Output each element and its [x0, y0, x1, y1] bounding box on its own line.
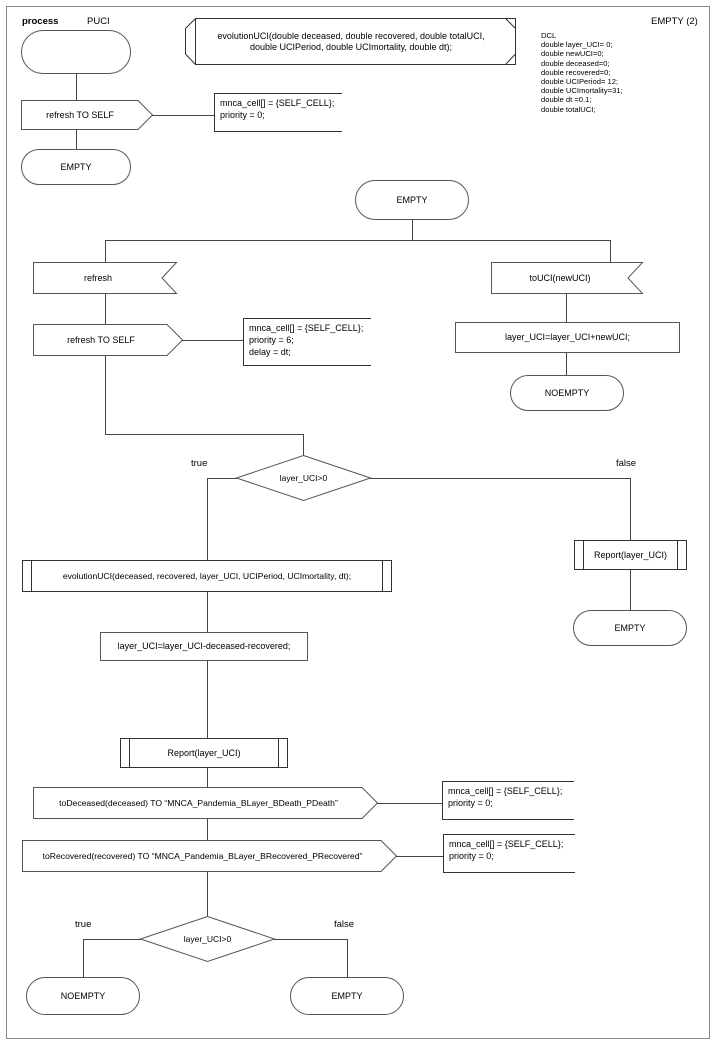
procedure-signature: evolutionUCI(double deceased, double rec… [190, 18, 512, 65]
connector-bottom-false-out [274, 939, 348, 940]
task-layer-subtract[interactable]: layer_UCI=layer_UCI-deceased-recovered; [100, 632, 308, 661]
connector-bottom-true-down [83, 939, 84, 977]
input-refresh[interactable]: refresh [33, 262, 163, 294]
comment-refresh-self-1-text: mnca_cell[] = {SELF_CELL}; priority = 0; [220, 98, 335, 120]
decision-top-label: layer_UCI>0 [279, 472, 328, 483]
decision-bottom-false-label: false [334, 919, 355, 930]
decision-bottom[interactable]: layer_UCI>0 [140, 916, 275, 962]
procedure-report-false[interactable]: Report(layer_UCI) [574, 540, 687, 570]
comment-deceased: mnca_cell[] = {SELF_CELL}; priority = 0; [442, 781, 574, 820]
input-refresh-label: refresh [83, 272, 112, 283]
procedure-report-false-label: Report(layer_UCI) [593, 549, 668, 560]
connector-output-to-comment-1 [152, 115, 214, 116]
task-layer-add[interactable]: layer_UCI=layer_UCI+newUCI; [455, 322, 680, 353]
process-keyword-label: process [22, 16, 59, 27]
task-layer-subtract-label: layer_UCI=layer_UCI-deceased-recovered; [117, 641, 291, 651]
comment-recovered: mnca_cell[] = {SELF_CELL}; priority = 0; [443, 834, 575, 873]
comment-refresh-self-2: mnca_cell[] = {SELF_CELL}; priority = 6;… [243, 318, 371, 366]
connector-main-state-stem [412, 220, 413, 240]
decision-top-shape[interactable] [234, 454, 373, 502]
connector-split-bar [105, 240, 611, 241]
state-noempty-right[interactable]: NOEMPTY [510, 375, 624, 411]
state-empty-false-label: EMPTY [614, 622, 646, 633]
procedure-signature-text: evolutionUCI(double deceased, double rec… [217, 30, 485, 52]
connector-bottom-false-down [347, 939, 348, 977]
output-todeceased[interactable]: toDeceased(deceased) TO “MNCA_Pandemia_B… [33, 787, 364, 819]
output-refresh-to-self-2-shape[interactable] [33, 324, 184, 356]
comment-refresh-self-2-text: mnca_cell[] = {SELF_CELL}; priority = 6;… [249, 323, 364, 357]
output-refresh-to-self[interactable]: refresh TO SELF [21, 100, 139, 130]
state-empty-1[interactable]: EMPTY [21, 149, 131, 185]
connector-touci-to-task [566, 294, 567, 322]
comment-recovered-text: mnca_cell[] = {SELF_CELL}; priority = 0; [449, 839, 564, 861]
comment-deceased-text: mnca_cell[] = {SELF_CELL}; priority = 0; [448, 786, 563, 808]
connector-into-decision-top [303, 434, 304, 455]
procedure-signature-shape [185, 18, 516, 65]
page-label: EMPTY (2) [651, 16, 698, 27]
output-torecovered-shape[interactable] [22, 840, 398, 872]
decision-top-false-label: false [616, 458, 637, 469]
input-touci[interactable]: toUCI(newUCI) [491, 262, 629, 294]
start-state-node[interactable] [21, 30, 131, 74]
decision-bottom-label: layer_UCI>0 [183, 933, 232, 944]
connector-refresh-to-output [105, 294, 106, 324]
connector-decision-false-down [630, 478, 631, 540]
decision-bottom-shape[interactable] [138, 915, 277, 963]
connector-task-to-noempty [566, 353, 567, 375]
state-empty-false[interactable]: EMPTY [573, 610, 687, 646]
connector-left-branch-down [105, 356, 106, 434]
connector-decision-true-out [207, 478, 237, 479]
connector-start-to-output [76, 74, 77, 100]
procedure-report-true-label: Report(layer_UCI) [167, 747, 241, 758]
connector-output-to-empty-1 [76, 130, 77, 149]
procedure-call-evolutionuci-label: evolutionUCI(deceased, recovered, layer_… [62, 570, 352, 581]
declaration-note: DCL double layer_UCI= 0; double newUCI=0… [536, 29, 681, 123]
input-refresh-shape[interactable] [33, 262, 178, 294]
connector-output-to-comment-2 [182, 340, 243, 341]
state-empty-bottom-label: EMPTY [331, 990, 363, 1001]
connector-split-right-drop [610, 240, 611, 262]
output-refresh-to-self-2-label: refresh TO SELF [67, 334, 135, 345]
output-refresh-to-self-2[interactable]: refresh TO SELF [33, 324, 169, 356]
connector-deceased-to-comment [377, 803, 442, 804]
procedure-call-evolutionuci[interactable]: evolutionUCI(deceased, recovered, layer_… [22, 560, 392, 592]
output-refresh-to-self-label: refresh TO SELF [46, 109, 114, 120]
input-touci-label: toUCI(newUCI) [529, 272, 591, 283]
start-state-label [22, 31, 130, 73]
connector-left-branch-right [105, 434, 304, 435]
task-layer-add-label: layer_UCI=layer_UCI+newUCI; [504, 332, 631, 342]
connector-report-false-to-empty [630, 570, 631, 610]
connector-decision-true-down [207, 478, 208, 560]
connector-recovered-to-decision [207, 872, 208, 916]
decision-top-true-label: true [191, 458, 208, 469]
output-todeceased-label: toDeceased(deceased) TO “MNCA_Pandemia_B… [59, 797, 338, 808]
connector-report-to-deceased [207, 768, 208, 787]
comment-refresh-self-1: mnca_cell[] = {SELF_CELL}; priority = 0; [214, 93, 342, 132]
main-state-empty[interactable]: EMPTY [355, 180, 469, 220]
input-touci-shape[interactable] [491, 262, 644, 294]
state-noempty-right-label: NOEMPTY [544, 387, 590, 398]
connector-recovered-to-comment [396, 856, 443, 857]
decision-top[interactable]: layer_UCI>0 [236, 455, 371, 501]
state-noempty-bottom[interactable]: NOEMPTY [26, 977, 140, 1015]
connector-proc-to-task-sub [207, 592, 208, 632]
connector-deceased-to-recovered [207, 819, 208, 840]
output-torecovered[interactable]: toRecovered(recovered) TO “MNCA_Pandemia… [22, 840, 383, 872]
output-refresh-to-self-shape[interactable] [21, 100, 154, 130]
connector-split-left-drop [105, 240, 106, 262]
connector-decision-false-out [370, 478, 631, 479]
state-empty-1-label: EMPTY [60, 161, 92, 172]
state-noempty-bottom-label: NOEMPTY [60, 990, 106, 1001]
declaration-note-text: DCL double layer_UCI= 0; double newUCI=0… [541, 31, 623, 114]
process-name-label: PUCI [87, 16, 110, 27]
procedure-report-true[interactable]: Report(layer_UCI) [120, 738, 288, 768]
main-state-empty-label: EMPTY [396, 194, 428, 205]
connector-bottom-true-out [83, 939, 141, 940]
output-torecovered-label: toRecovered(recovered) TO “MNCA_Pandemia… [42, 850, 363, 861]
state-empty-bottom[interactable]: EMPTY [290, 977, 404, 1015]
decision-bottom-true-label: true [75, 919, 92, 930]
output-todeceased-shape[interactable] [33, 787, 379, 819]
connector-task-sub-to-report [207, 661, 208, 738]
